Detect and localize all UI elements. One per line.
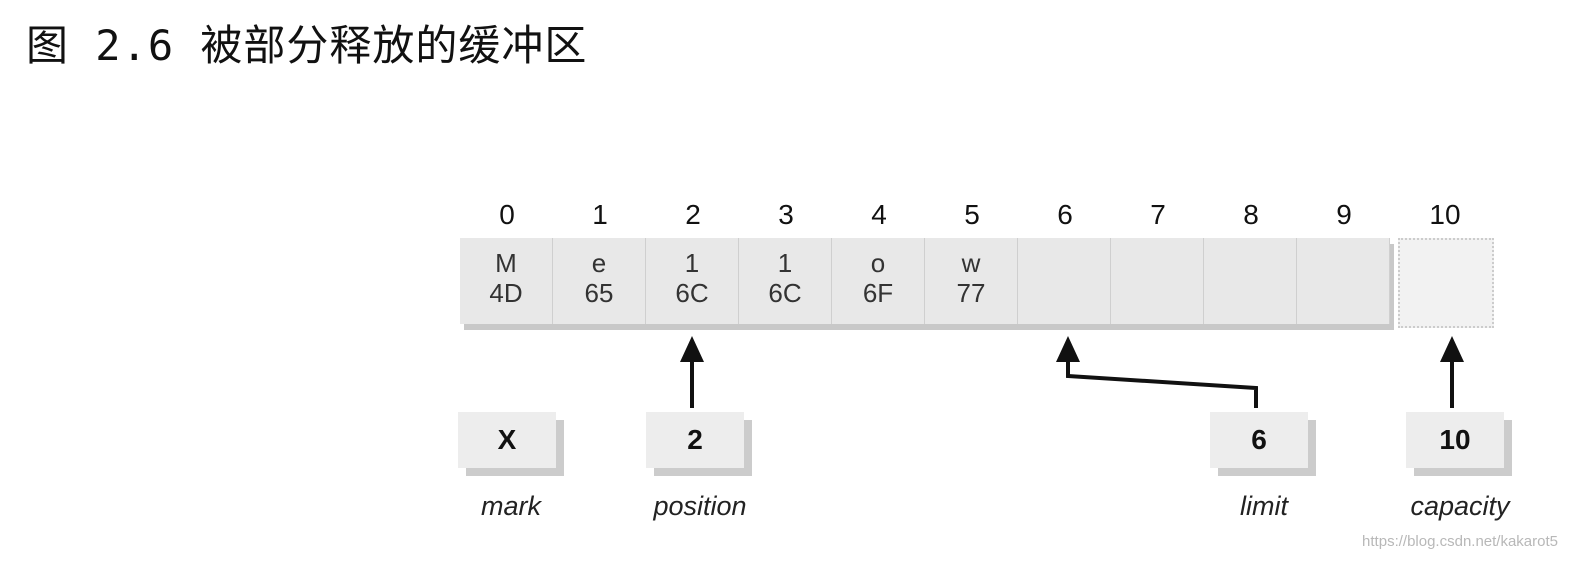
- buffer-cell: w 77: [925, 238, 1018, 324]
- buffer-cell: 1 6C: [739, 238, 832, 324]
- cell-hex: 65: [584, 278, 614, 308]
- buffer-cell: [1204, 238, 1297, 324]
- index-label: 7: [1150, 199, 1166, 230]
- index-label: 8: [1243, 199, 1259, 230]
- index-label: 1: [592, 199, 608, 230]
- cell-char: w: [961, 248, 981, 278]
- index-label: 5: [964, 199, 980, 230]
- cell-char: 1: [684, 248, 700, 278]
- buffer-cell: o 6F: [832, 238, 925, 324]
- buffer-cell-capacity-end: [1398, 238, 1494, 328]
- limit-arrowhead: [1056, 336, 1080, 362]
- buffer-cell: [1018, 238, 1111, 324]
- index-label: 3: [778, 199, 794, 230]
- buffer-cell: 1 6C: [646, 238, 739, 324]
- capacity-label: capacity: [1410, 491, 1510, 521]
- mark-value-box: X: [458, 412, 556, 468]
- cell-hex: 77: [956, 278, 986, 308]
- index-label: 0: [499, 199, 515, 230]
- position-arrowhead: [680, 336, 704, 362]
- index-label: 10: [1429, 199, 1461, 230]
- cell-char: o: [870, 248, 886, 278]
- index-label: 9: [1336, 199, 1352, 230]
- index-label: 2: [685, 199, 701, 230]
- buffer-cell: [1111, 238, 1204, 324]
- cell-hex: 6C: [768, 278, 802, 308]
- position-label: position: [653, 491, 747, 521]
- buffer-cell: M 4D: [460, 238, 553, 324]
- cell-hex: 4D: [489, 278, 523, 308]
- capacity-arrowhead: [1440, 336, 1464, 362]
- cell-hex: 6F: [862, 278, 894, 308]
- limit-arrow: [1066, 360, 1258, 408]
- cell-char: M: [495, 248, 517, 278]
- limit-value-box: 6: [1210, 412, 1308, 468]
- index-label: 4: [871, 199, 887, 230]
- buffer-cell: e 65: [553, 238, 646, 324]
- capacity-value-box: 10: [1406, 412, 1504, 468]
- index-label: 6: [1057, 199, 1073, 230]
- limit-label: limit: [1240, 491, 1288, 521]
- mark-label: mark: [481, 491, 541, 521]
- cell-char: e: [591, 248, 607, 278]
- watermark: https://blog.csdn.net/kakarot5: [1362, 533, 1558, 550]
- figure-title: 图 2.6 被部分释放的缓冲区: [26, 21, 588, 70]
- cell-hex: 6C: [675, 278, 709, 308]
- position-value-box: 2: [646, 412, 744, 468]
- cell-char: 1: [777, 248, 793, 278]
- buffer-cell: [1297, 238, 1390, 324]
